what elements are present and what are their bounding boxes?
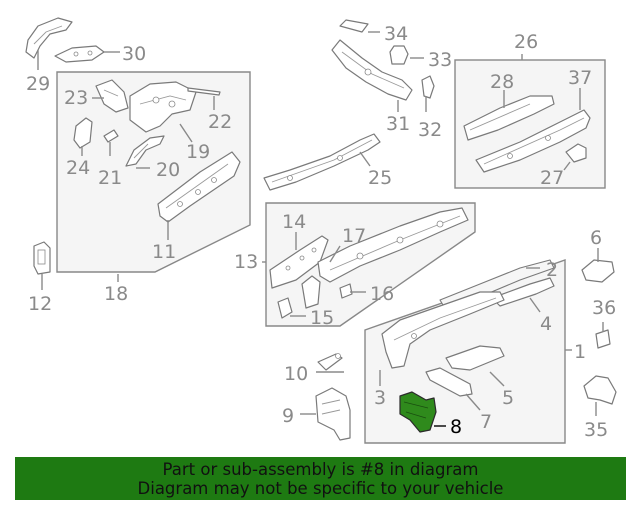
callout-32[interactable]: 32 xyxy=(418,119,442,141)
part-31[interactable] xyxy=(331,39,413,101)
callout-19[interactable]: 19 xyxy=(186,141,210,163)
callout-1[interactable]: 1 xyxy=(574,341,586,363)
part-23[interactable] xyxy=(95,79,129,113)
callout-20[interactable]: 20 xyxy=(156,159,180,181)
banner-line-part-info: Part or sub-assembly is #8 in diagram xyxy=(162,459,479,479)
part-12[interactable] xyxy=(33,241,51,275)
part-15[interactable] xyxy=(277,297,293,319)
callout-29[interactable]: 29 xyxy=(26,73,50,95)
part-21[interactable] xyxy=(103,129,119,143)
part-25[interactable] xyxy=(263,133,381,191)
callout-7[interactable]: 7 xyxy=(480,411,492,433)
callout-31[interactable]: 31 xyxy=(386,113,410,135)
callout-25[interactable]: 25 xyxy=(368,167,392,189)
part-37[interactable] xyxy=(475,109,591,173)
callout-15[interactable]: 15 xyxy=(310,307,334,329)
callout-labels: 29 30 23 19 22 24 21 20 11 12 18 34 33 3… xyxy=(26,23,616,441)
callout-28[interactable]: 28 xyxy=(490,71,514,93)
part-35[interactable] xyxy=(583,375,617,405)
part-8-highlighted[interactable] xyxy=(399,391,437,433)
group-box-18 xyxy=(56,71,251,273)
callout-37[interactable]: 37 xyxy=(568,67,592,89)
part-20[interactable] xyxy=(125,135,165,167)
callout-30[interactable]: 30 xyxy=(122,43,146,65)
part-6[interactable] xyxy=(581,259,615,283)
callout-5[interactable]: 5 xyxy=(502,387,514,409)
part-32[interactable] xyxy=(421,75,435,99)
part-27[interactable] xyxy=(565,143,587,163)
callout-17[interactable]: 17 xyxy=(342,225,366,247)
part-16-bracket[interactable] xyxy=(301,275,321,309)
part-29[interactable] xyxy=(25,17,73,59)
callout-3[interactable]: 3 xyxy=(374,387,386,409)
callout-2[interactable]: 2 xyxy=(546,259,558,281)
callout-34[interactable]: 34 xyxy=(384,23,408,45)
part-5[interactable] xyxy=(445,345,505,371)
part-17[interactable] xyxy=(317,207,469,283)
callout-18[interactable]: 18 xyxy=(104,283,128,305)
callout-23[interactable]: 23 xyxy=(64,87,88,109)
callout-24[interactable]: 24 xyxy=(66,157,90,179)
part-16[interactable] xyxy=(339,283,353,299)
callout-22[interactable]: 22 xyxy=(208,111,232,133)
part-30[interactable] xyxy=(54,45,105,63)
callout-8-highlighted[interactable]: 8 xyxy=(450,416,462,438)
part-7[interactable] xyxy=(425,367,473,397)
callout-4[interactable]: 4 xyxy=(540,313,552,335)
callout-16[interactable]: 16 xyxy=(370,283,394,305)
part-14[interactable] xyxy=(269,235,329,289)
callout-33[interactable]: 33 xyxy=(428,49,452,71)
part-3[interactable] xyxy=(381,291,505,369)
callout-36[interactable]: 36 xyxy=(592,297,616,319)
part-28[interactable] xyxy=(463,95,555,141)
callout-11[interactable]: 11 xyxy=(152,241,176,263)
callout-9[interactable]: 9 xyxy=(282,405,294,427)
part-11[interactable] xyxy=(157,151,241,223)
callout-10[interactable]: 10 xyxy=(284,363,308,385)
callout-35[interactable]: 35 xyxy=(584,419,608,441)
part-10[interactable] xyxy=(317,353,343,371)
callout-26[interactable]: 26 xyxy=(514,31,538,53)
part-9[interactable] xyxy=(315,387,351,441)
leader-lines xyxy=(37,31,604,427)
banner-line-disclaimer: Diagram may not be specific to your vehi… xyxy=(137,478,504,498)
part-34[interactable] xyxy=(339,19,369,33)
callout-27[interactable]: 27 xyxy=(540,167,564,189)
part-24[interactable] xyxy=(73,117,93,149)
callout-21[interactable]: 21 xyxy=(98,167,122,189)
callout-6[interactable]: 6 xyxy=(590,227,602,249)
part-22[interactable] xyxy=(187,87,221,96)
part-4[interactable] xyxy=(491,277,555,307)
callout-13[interactable]: 13 xyxy=(234,251,258,273)
part-19[interactable] xyxy=(129,81,197,133)
info-banner: Part or sub-assembly is #8 in diagram Di… xyxy=(15,457,626,500)
callout-14[interactable]: 14 xyxy=(282,211,306,233)
callout-12[interactable]: 12 xyxy=(28,293,52,315)
part-33[interactable] xyxy=(389,45,409,65)
part-36[interactable] xyxy=(595,329,611,349)
